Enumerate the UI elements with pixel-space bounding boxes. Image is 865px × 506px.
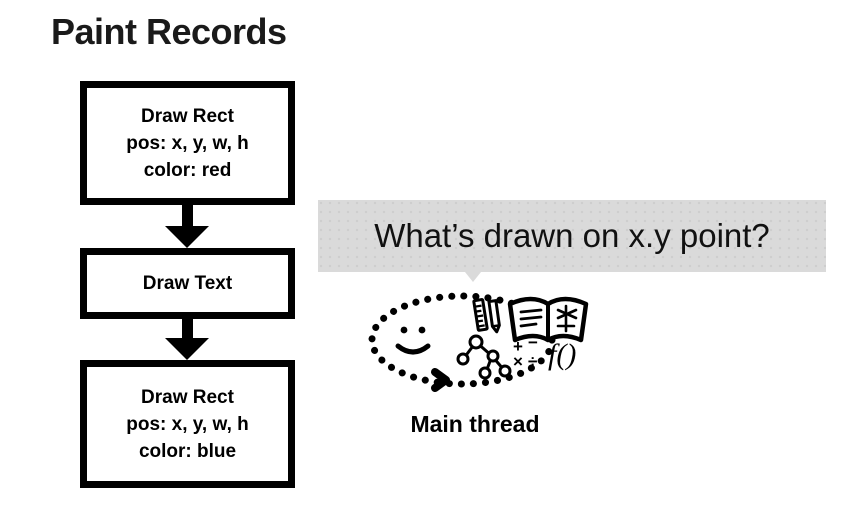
main-thread-caption: Main thread — [410, 411, 540, 437]
svg-text:f(): f() — [548, 338, 576, 371]
record-line-title: Draw Rect — [141, 105, 234, 127]
record-line-pos: pos: x, y, w, h — [126, 132, 249, 154]
arrow-head — [165, 338, 209, 360]
svg-text:÷: ÷ — [528, 352, 537, 371]
question-text: What’s drawn on x.y point? — [374, 217, 770, 254]
pencil-icon — [487, 299, 501, 334]
page-title: Paint Records — [51, 11, 287, 52]
math-symbols-icon: + − × ÷ — [513, 333, 538, 371]
arrow-shaft — [182, 205, 193, 227]
record-line-pos: pos: x, y, w, h — [126, 413, 249, 435]
arrow-head — [165, 226, 209, 248]
tree-graph-icon — [456, 334, 512, 380]
svg-text:×: × — [513, 352, 523, 371]
record-line-color: color: blue — [138, 440, 237, 462]
svg-text:+: + — [513, 337, 523, 356]
paint-record-box-draw-rect-red: Draw Rect pos: x, y, w, h color: red — [80, 81, 295, 205]
speech-bubble-tail-icon — [465, 272, 481, 282]
record-line-title: Draw Text — [142, 273, 233, 294]
open-book-icon — [507, 296, 589, 343]
paint-record-box-draw-text: Draw Text — [80, 248, 295, 319]
arrow-shaft — [182, 319, 193, 339]
flow-arrow-down-icon — [165, 205, 209, 248]
record-line-color: color: red — [143, 159, 232, 181]
ruler-icon — [472, 298, 489, 332]
svg-text:−: − — [528, 333, 538, 352]
smiley-face-icon — [395, 326, 431, 355]
function-notation-icon: f() — [548, 338, 576, 371]
paint-record-box-draw-rect-blue: Draw Rect pos: x, y, w, h color: blue — [80, 360, 295, 488]
main-thread-thinking-illustration: + − × ÷ f() — [362, 288, 590, 392]
chevron-arrow-icon — [431, 368, 450, 392]
question-speech-bubble: What’s drawn on x.y point? — [318, 200, 826, 272]
flow-arrow-down-icon — [165, 319, 209, 360]
record-line-title: Draw Rect — [141, 386, 234, 408]
